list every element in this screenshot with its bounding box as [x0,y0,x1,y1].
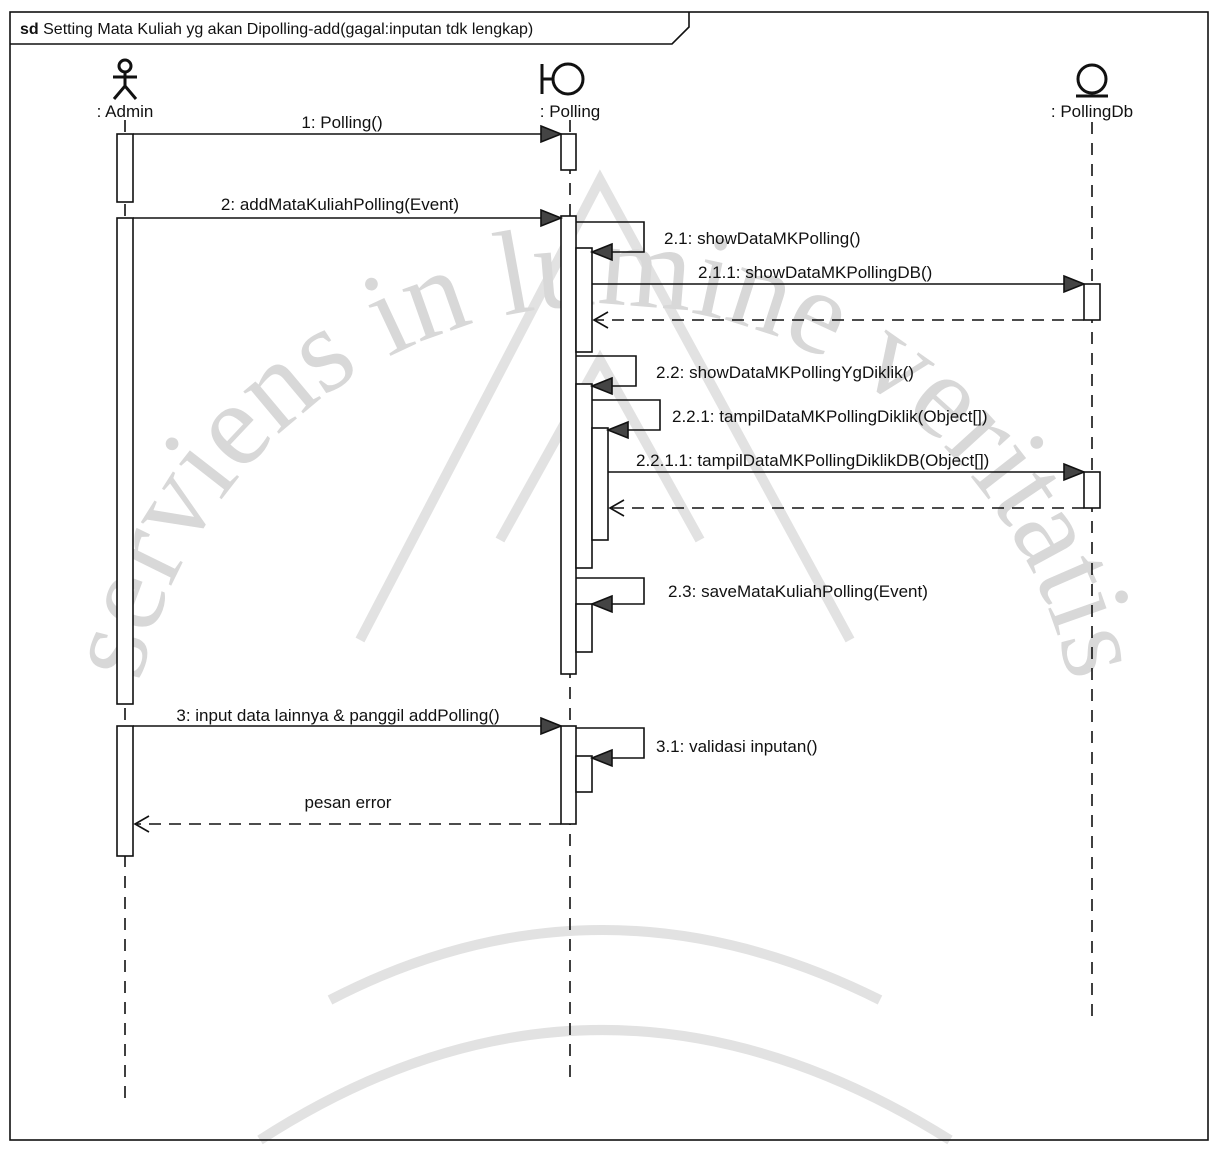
message-label-3-1: 3.1: validasi inputan() [656,737,818,756]
frame-title-text: Setting Mata Kuliah yg akan Dipolling-ad… [43,21,533,38]
message-arrowhead-2-1 [589,242,613,262]
message-arrowhead-3 [540,716,564,736]
return-arrowhead-2-1-1 [592,311,609,329]
message-self-2-3 [576,577,645,605]
message-label-2-3: 2.3: saveMataKuliahPolling(Event) [668,582,928,601]
lifeline-polling [540,62,585,96]
lifeline-label-admin: : Admin [97,102,154,121]
watermark-triangle-left [355,169,855,643]
message-arrowhead-2-1-1 [1063,274,1087,294]
message-self-3-1 [576,727,645,759]
message-arrowhead-2-2-1-1 [1063,462,1087,482]
activation-pollingdb-1 [1083,283,1101,321]
message-arrowhead-2 [540,208,564,228]
entity-icon [1076,63,1108,98]
watermark-triangle-inner [495,349,705,543]
lifeline-label-polling: : Polling [540,102,600,121]
activation-polling-3 [560,725,577,825]
watermark-book-arc-outer [257,1025,953,1145]
activation-polling-2-3 [575,603,593,653]
message-arrowhead-2-2 [589,376,613,396]
boundary-icon [540,62,585,96]
sd-frame [9,11,1209,1141]
frame-keyword: sd [20,21,39,38]
message-label-2-2-1: 2.2.1: tampilDataMKPollingDiklik(Object[… [672,407,988,426]
frame-title: sd Setting Mata Kuliah yg akan Dipolling… [20,21,533,38]
message-arrowhead-2-2-1 [605,420,629,440]
actor-icon [112,58,138,100]
message-label-2-2-1-1: 2.2.1.1: tampilDataMKPollingDiklikDB(Obj… [636,451,989,470]
activation-admin-2 [116,217,134,705]
lifeline-label-pollingdb: : PollingDb [1051,102,1133,121]
message-arrowhead-3-1 [589,748,613,768]
message-label-2-2: 2.2: showDataMKPollingYgDiklik() [656,363,914,382]
message-label-1: 1: Polling() [301,113,382,132]
message-self-2-2-1 [592,399,661,431]
return-arrowhead-2-2-1-1 [608,499,625,517]
lifeline-admin [112,58,138,100]
watermark: serviens in lumine veritatis [36,169,1174,1145]
lifeline-pollingdb [1076,63,1108,98]
activation-polling-2 [560,215,577,675]
message-self-2-2 [576,355,637,387]
activation-polling-1 [560,133,577,171]
watermark-book-arc [327,925,883,1005]
activation-polling-2-1 [575,247,593,353]
message-self-2-1 [576,221,645,253]
message-label-3: 3: input data lainnya & panggil addPolli… [176,706,499,725]
return-arrowhead-pesan-error [133,815,150,833]
message-label-2-1-1: 2.1.1: showDataMKPollingDB() [698,263,932,282]
message-label-2-1: 2.1: showDataMKPolling() [664,229,861,248]
message-labels: 1: Polling() 2: addMataKuliahPolling(Eve… [176,113,989,812]
message-label-2: 2: addMataKuliahPolling(Event) [221,195,459,214]
activation-polling-3-1 [575,755,593,793]
activation-polling-2-2-1 [591,427,609,541]
activation-admin-3 [116,725,134,857]
frame-title-tab [10,12,690,45]
frame-border [9,11,1209,1141]
activation-polling-2-2 [575,383,593,569]
message-label-pesan-error: pesan error [305,793,392,812]
message-arrowhead-1 [540,124,564,144]
activation-admin-1 [116,133,134,203]
activation-pollingdb-2 [1083,471,1101,509]
message-arrowhead-2-3 [589,594,613,614]
